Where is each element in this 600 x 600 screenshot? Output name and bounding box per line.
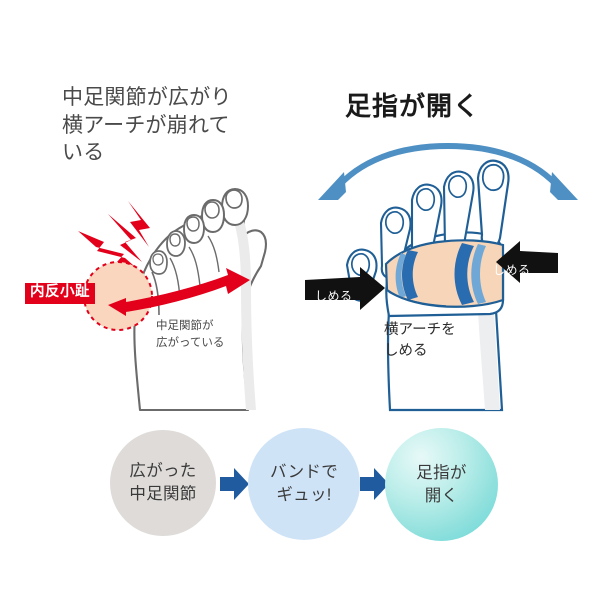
flow-step-3-label: 足指が 開く <box>416 463 467 505</box>
flow-step-2-label: バンドで ギュッ! <box>269 463 339 504</box>
pain-bolt-icon-group <box>78 201 150 272</box>
right-foot-illustration <box>305 142 578 412</box>
flow-step-2: バンドで ギュッ! <box>248 428 360 540</box>
press-arrow-right-label: しめる <box>493 263 531 277</box>
condition-badge: 内反小趾 <box>25 283 95 304</box>
left-foot-illustration <box>78 187 267 412</box>
right-panel-caption: 横アーチを しめる <box>384 322 456 359</box>
press-arrow-left-label: しめる <box>315 289 353 303</box>
press-arrow-right-icon <box>496 241 558 283</box>
left-panel-caption: 中足関節が 広がっている <box>156 320 225 349</box>
right-panel-heading: 足指が開く <box>345 91 481 121</box>
spread-arrow-icon <box>108 268 250 316</box>
process-flow: 広がった 中足関節 バンドで ギュッ! 足指が 開く <box>0 428 600 553</box>
flow-step-3: 足指が 開く <box>385 428 498 541</box>
flow-arrow-2-icon <box>360 468 389 500</box>
flow-step-1-label: 広がった 中足関節 <box>129 462 197 503</box>
press-arrow-left-icon <box>305 267 385 310</box>
flow-arrow-1-icon <box>220 468 249 500</box>
left-foot-outline-group <box>133 187 267 412</box>
toe-spread-arc-arrow-icon <box>318 142 578 200</box>
flow-step-1: 広がった 中足関節 <box>110 430 216 536</box>
left-panel-heading: 中足関節が広がり 横アーチが崩れて いる <box>62 86 232 165</box>
